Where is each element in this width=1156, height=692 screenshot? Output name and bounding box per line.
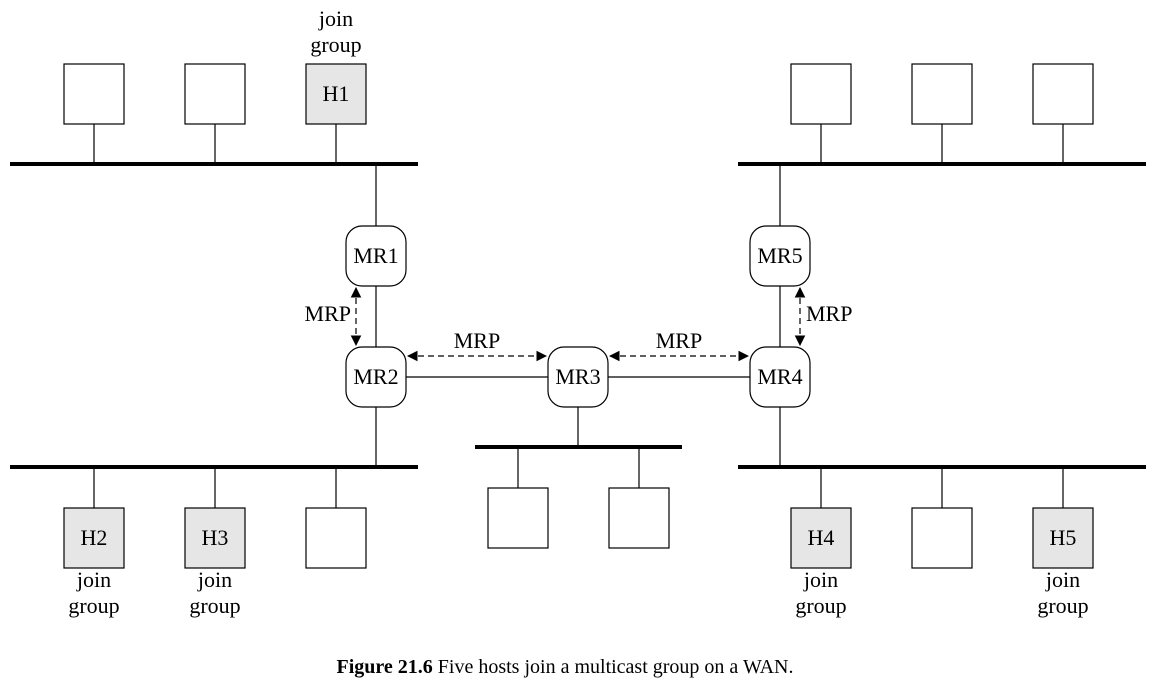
host-box [911,63,973,125]
host-box [1032,63,1094,125]
routers: MR1 MR2 MR3 MR4 MR5 [345,225,811,408]
host-h4-note-group: group [795,593,846,618]
lan-top-left: H1 join group [10,6,418,166]
mrp-label-mr5-mr4: MRP [806,301,852,326]
host-h2-label: H2 [81,525,108,550]
host-h5-note-group: group [1037,593,1088,618]
host-box [790,63,852,125]
host-h4-note-join: join [803,567,838,592]
router-mr5-label: MR5 [757,243,802,268]
mrp-label-mr2-mr3: MRP [454,328,500,353]
host-h3-label: H3 [202,525,229,550]
host-box [63,63,125,125]
router-mr2-label: MR2 [353,364,398,389]
host-h3 [184,507,246,569]
router-mr2 [345,346,407,408]
host-h3-note-join: join [197,567,232,592]
host-h1 [305,63,367,125]
host-h5-label: H5 [1050,525,1077,550]
lan-bottom-left: H2 H3 join group join group [10,465,418,618]
lan-middle [475,445,682,549]
router-mr3-label: MR3 [555,364,600,389]
host-h1-label: H1 [323,81,350,106]
host-box [911,507,973,569]
host-box [184,63,246,125]
host-h2-note-group: group [68,593,119,618]
router-mr1-label: MR1 [353,243,398,268]
mrp-label-mr3-mr4: MRP [656,328,702,353]
figure-caption: Figure 21.6 Five hosts join a multicast … [336,656,793,678]
host-box [487,487,549,549]
host-h1-note-group: group [310,32,361,57]
caption-text: Five hosts join a multicast group on a W… [438,656,794,678]
lan-bottom-right: H4 H5 join group join group [738,465,1146,618]
figure-number: Figure 21.6 [336,656,432,678]
host-h3-note-group: group [189,593,240,618]
router-mr3 [547,346,609,408]
host-h4 [790,507,852,569]
host-h5 [1032,507,1094,569]
host-h2 [63,507,125,569]
router-links [375,164,781,467]
router-mr1 [345,225,407,287]
host-h5-note-join: join [1045,567,1080,592]
host-h4-label: H4 [808,525,835,550]
router-mr4 [749,346,811,408]
host-h2-note-join: join [76,567,111,592]
host-h1-note-join: join [318,6,353,31]
host-box [608,487,670,549]
host-box [305,507,367,569]
router-mr4-label: MR4 [757,364,802,389]
lan-top-right [738,63,1146,166]
mrp-label-mr1-mr2: MRP [305,301,351,326]
mrp-exchanges: MRP MRP MRP MRP [305,286,852,362]
router-mr5 [749,225,811,287]
